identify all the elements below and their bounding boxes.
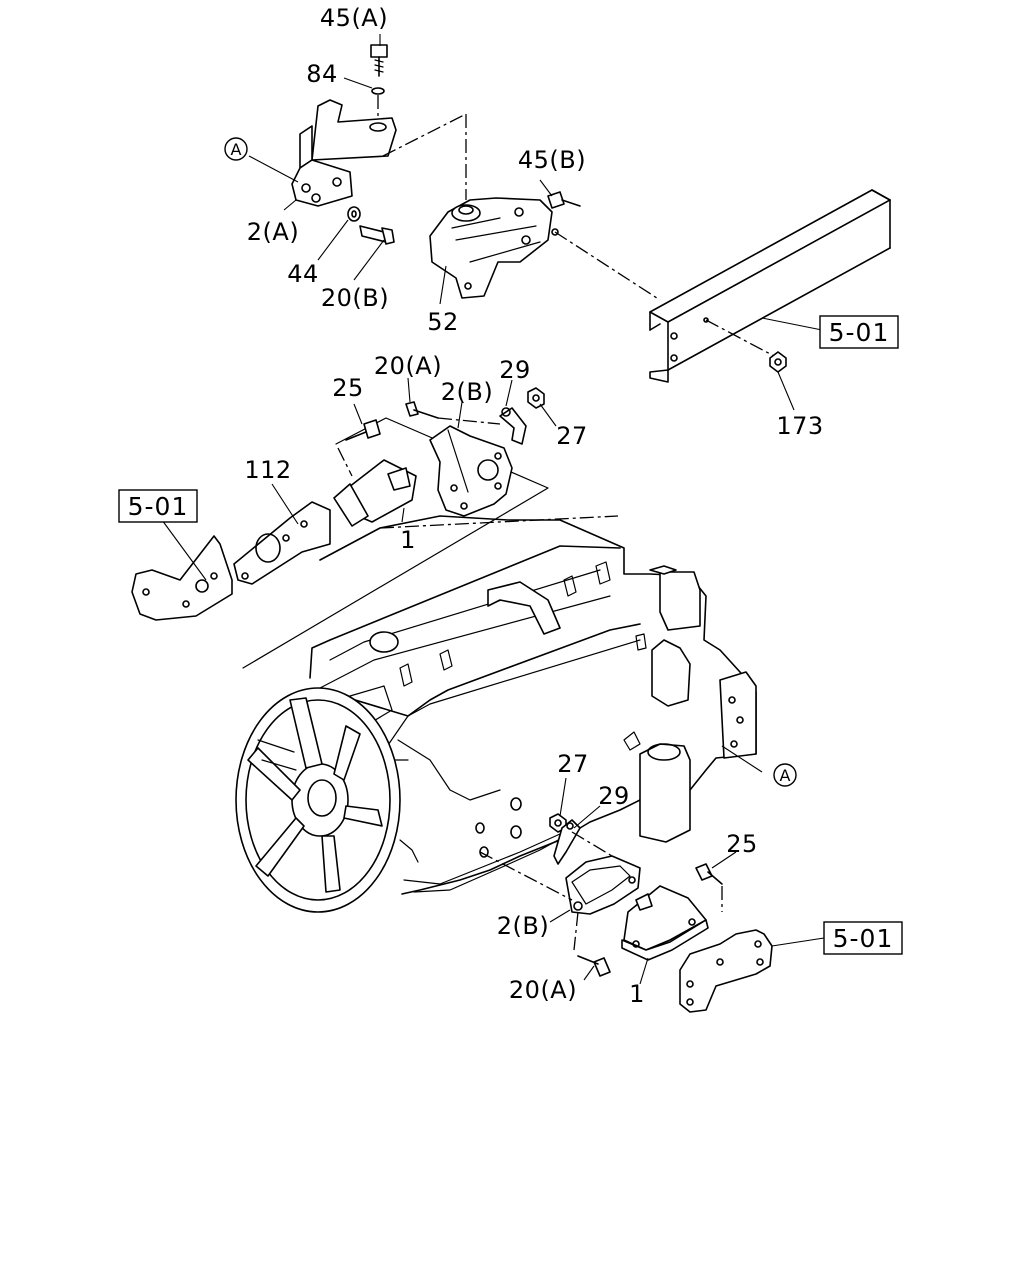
chassis-frame-rail: [649, 189, 891, 383]
callout-84: 84: [306, 60, 338, 88]
callout-29-top: 29: [499, 356, 531, 384]
callout-27-top: 27: [556, 422, 588, 450]
washer-84: [371, 87, 385, 120]
callout-44: 44: [287, 260, 319, 288]
bracket-2b-bottom: [479, 851, 641, 951]
nut-27-top: [527, 387, 545, 409]
callout-27-bottom: 27: [557, 750, 589, 778]
plate-112: [233, 501, 331, 585]
callout-52: 52: [427, 308, 459, 336]
bracket-29-bottom: [553, 819, 613, 865]
ref-frame-top-label: 5-01: [829, 318, 890, 347]
nut-173: [769, 351, 787, 373]
marker-a-engine-label: A: [780, 766, 791, 785]
ref-frame-left-label: 5-01: [128, 492, 189, 521]
mount-bracket-52: [429, 197, 559, 299]
bracket-2a: [291, 99, 467, 207]
bracket-2b-top: [429, 425, 513, 517]
callout-173: 173: [776, 412, 823, 440]
frame-bracket-right: [679, 929, 773, 1013]
bolt-45b: [547, 191, 581, 209]
mount-to-frame-line: [554, 231, 661, 301]
cooling-fan: [235, 687, 419, 913]
bolt-20a-top: [405, 401, 501, 425]
bolt-20a-bottom: [577, 955, 611, 977]
ref-box-frame-bottom: 5-01: [823, 921, 903, 955]
callout-2a: 2(A): [247, 218, 299, 246]
callout-25-bottom: 25: [726, 830, 758, 858]
callout-112: 112: [244, 456, 291, 484]
callout-2b-bottom: 2(B): [497, 912, 549, 940]
callout-20b: 20(B): [321, 284, 389, 312]
callout-25-top: 25: [332, 374, 364, 402]
leader-lines: [161, 34, 825, 985]
callout-1-bottom: 1: [629, 980, 645, 1008]
callout-45a: 45(A): [320, 4, 388, 32]
rubber-mount-1-bottom: [621, 885, 709, 961]
bolt-25-bottom: [695, 863, 723, 912]
callout-20a-bottom: 20(A): [509, 976, 577, 1004]
bolt-25-top: [337, 419, 381, 477]
marker-a-top: A: [224, 137, 248, 161]
callout-1-top: 1: [400, 526, 416, 554]
marker-a-engine: A: [773, 763, 797, 787]
callout-2b-top: 2(B): [441, 378, 493, 406]
frame-bracket-left: [131, 535, 233, 621]
marker-a-top-label: A: [231, 140, 242, 159]
bolt-45a: [370, 44, 388, 77]
bracket-29-top: [499, 407, 527, 445]
ref-box-frame-top: 5-01: [819, 315, 899, 349]
engine-block: [309, 515, 757, 895]
ref-frame-bottom-label: 5-01: [833, 924, 894, 953]
callout-45b: 45(B): [518, 146, 586, 174]
callout-29-bottom: 29: [598, 782, 630, 810]
ref-box-frame-left: 5-01: [118, 489, 198, 523]
rubber-mount-1-top: [333, 459, 417, 527]
washer-44: [347, 206, 361, 222]
callout-20a-top: 20(A): [374, 352, 442, 380]
bolt-20b: [359, 225, 395, 245]
